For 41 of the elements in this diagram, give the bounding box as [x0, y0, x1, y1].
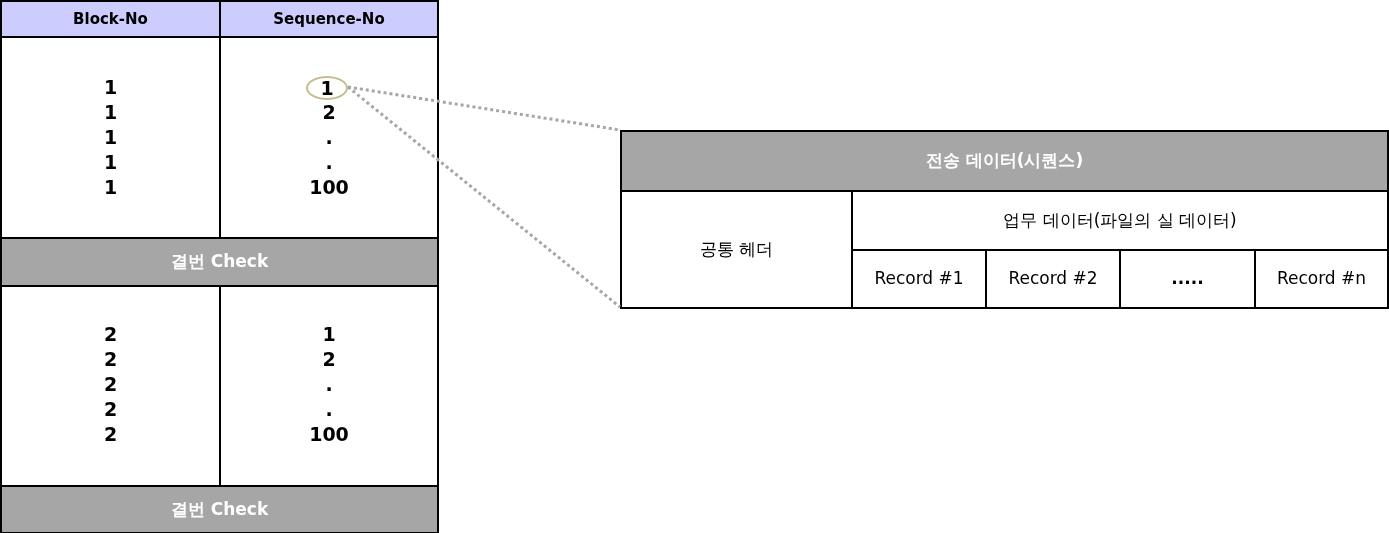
- block-number: 1: [103, 125, 118, 150]
- header-text: Sequence-No: [273, 8, 385, 30]
- sequence-number: .: [325, 150, 333, 175]
- block-number: 2: [103, 397, 118, 422]
- header-cell: [620, 130, 1389, 192]
- cell-text: Record #2: [1008, 267, 1098, 291]
- block-number: 1: [103, 100, 118, 125]
- check-band: [0, 485, 439, 533]
- header-text: 전송 데이터(시퀀스): [925, 149, 1084, 173]
- block-number: 1: [103, 175, 118, 200]
- cell-text: Record #n: [1276, 267, 1367, 291]
- band-text: 결번 Check: [170, 250, 269, 274]
- highlight-ellipse: [306, 76, 348, 100]
- block-number: 2: [103, 372, 118, 397]
- leader-line: [347, 85, 621, 309]
- sequence-number: 1: [320, 78, 334, 98]
- block-number: 1: [103, 150, 118, 175]
- sequence-number: 100: [309, 175, 349, 200]
- block-number: 2: [103, 322, 118, 347]
- sequence-number: 100: [309, 422, 349, 447]
- block-number: 2: [103, 347, 118, 372]
- check-band: [0, 237, 439, 287]
- block-number: 2: [103, 422, 118, 447]
- cell-text: 업무 데이터(파일의 실 데이터): [1003, 208, 1237, 232]
- header-cell: [219, 0, 439, 38]
- sequence-number: 1: [322, 322, 336, 347]
- sequence-number: .: [325, 125, 333, 150]
- block-number: 1: [103, 75, 118, 100]
- sequence-number: 2: [322, 347, 336, 372]
- sequence-number: .: [325, 397, 333, 422]
- cell-text: 공통 헤더: [699, 237, 774, 261]
- header-cell: [0, 0, 221, 38]
- table-cell: [620, 190, 853, 309]
- table-cell: [1254, 249, 1389, 309]
- sequence-number: .: [325, 372, 333, 397]
- band-text: 결번 Check: [170, 497, 269, 521]
- cell-text: .....: [1171, 267, 1204, 291]
- sequence-number: 2: [322, 100, 336, 125]
- leader-line: [347, 85, 621, 132]
- cell-text: Record #1: [874, 267, 964, 291]
- header-text: Block-No: [73, 8, 148, 30]
